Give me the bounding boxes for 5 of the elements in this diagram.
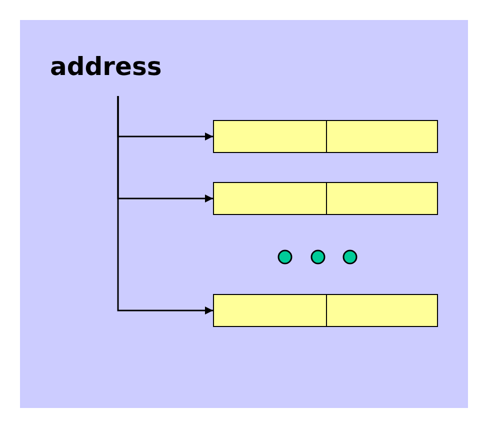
record-box xyxy=(213,294,438,327)
arrow xyxy=(117,96,213,314)
record-box xyxy=(213,120,438,153)
heading-text: address xyxy=(50,52,162,84)
record-box xyxy=(213,182,438,215)
